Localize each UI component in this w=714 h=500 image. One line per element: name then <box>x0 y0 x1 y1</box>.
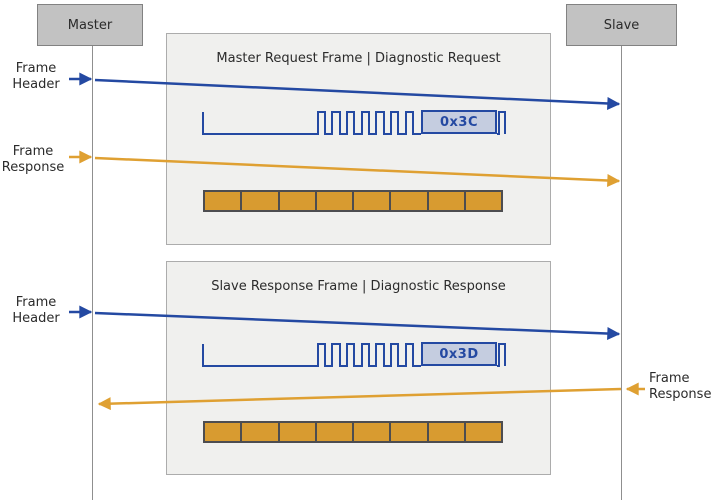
data-byte-cell <box>391 192 427 210</box>
data-byte-cell <box>428 423 464 441</box>
data-byte-cell <box>279 423 315 441</box>
data-byte-cell <box>465 192 501 210</box>
response-data-bytes-row <box>203 421 503 443</box>
slave-node-label: Slave <box>603 17 640 33</box>
data-byte-cell <box>316 192 352 210</box>
slave-lifeline <box>621 46 622 500</box>
master-lifeline <box>92 46 93 500</box>
frame-response-label-bottom: Frame Response <box>649 371 712 402</box>
request-frame-id-box: 0x3C <box>421 110 497 134</box>
frame-header-label-top: Frame Header <box>12 61 60 92</box>
response-frame-id: 0x3D <box>439 346 479 362</box>
master-node-label: Master <box>67 17 113 33</box>
data-byte-cell <box>316 423 352 441</box>
response-frame-id-box: 0x3D <box>421 342 497 366</box>
request-frame-id: 0x3C <box>439 114 479 130</box>
data-byte-cell <box>354 423 390 441</box>
request-data-bytes-row <box>203 190 503 212</box>
slave-node: Slave <box>566 4 677 46</box>
master-request-frame-panel: Master Request Frame | Diagnostic Reques… <box>166 33 551 245</box>
data-byte-cell <box>205 192 241 210</box>
data-byte-cell <box>391 423 427 441</box>
data-byte-cell <box>354 192 390 210</box>
slave-response-frame-title: Slave Response Frame | Diagnostic Respon… <box>211 279 506 294</box>
master-request-frame-title: Master Request Frame | Diagnostic Reques… <box>216 51 501 66</box>
master-node: Master <box>37 4 143 46</box>
data-byte-cell <box>205 423 241 441</box>
frame-header-label-bottom: Frame Header <box>12 295 60 326</box>
data-byte-cell <box>428 192 464 210</box>
frame-response-label-top: Frame Response <box>1 144 65 175</box>
data-byte-cell <box>465 423 501 441</box>
data-byte-cell <box>242 423 278 441</box>
data-byte-cell <box>279 192 315 210</box>
data-byte-cell <box>242 192 278 210</box>
